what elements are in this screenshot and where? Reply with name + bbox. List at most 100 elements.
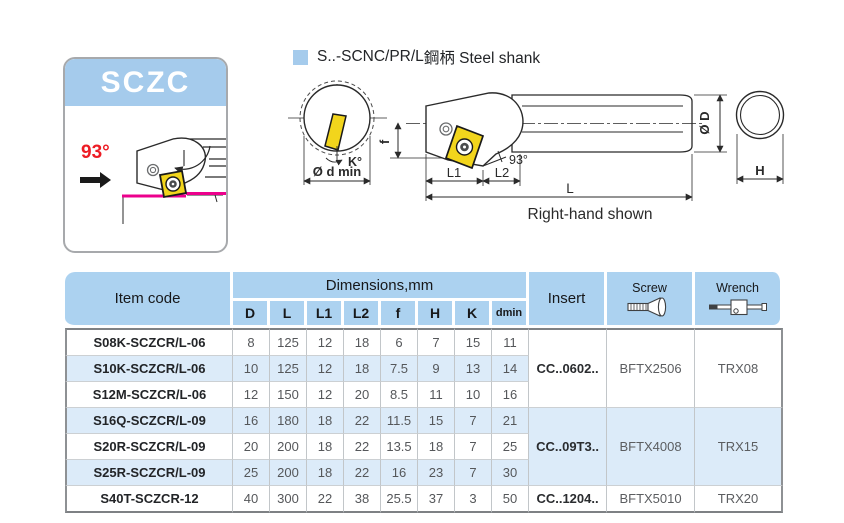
wrench-cell: TRX15 [695, 408, 784, 486]
screw-icon [626, 296, 666, 317]
header-screw: Screw [607, 272, 696, 328]
dim-l-cell: 125 [270, 328, 307, 356]
dim-h-cell: 11 [418, 382, 455, 408]
dim-k-cell: 7 [455, 460, 492, 486]
insert-cell: CC..1204.. [529, 486, 608, 513]
item-code-cell: S12M-SCZCR/L-06 [65, 382, 233, 408]
dim-l2-cell: 38 [344, 486, 381, 513]
item-code-cell: S40T-SCZCR-12 [65, 486, 233, 513]
dim-l2-cell: 18 [344, 328, 381, 356]
clamp-screw-icon [146, 163, 160, 177]
dim-f-cell: 25.5 [381, 486, 418, 513]
screw-cell: BFTX4008 [607, 408, 696, 486]
dim-dmin-cell: 30 [492, 460, 530, 486]
dim-h-cell: 15 [418, 408, 455, 434]
l-dim-label: L [566, 181, 574, 196]
screw-cell: BFTX2506 [607, 328, 696, 408]
legend-series-code: S..-SCNC/PR/L [317, 48, 424, 65]
drawing-caption: Right-hand shown [528, 206, 653, 223]
header-dim-d: D [233, 301, 270, 328]
dim-d-cell: 16 [233, 408, 270, 434]
dim-h-cell: 9 [418, 356, 455, 382]
item-code-cell: S25R-SCZCR/L-09 [65, 460, 233, 486]
wrench-cell: TRX08 [695, 328, 784, 408]
workpiece-surface-line [122, 192, 226, 198]
side-angle-label: 93° [509, 153, 528, 167]
dim-f-cell: 6 [381, 328, 418, 356]
dim-dmin-cell: 14 [492, 356, 530, 382]
dim-d-cell: 8 [233, 328, 270, 356]
dia-d-dim-label: Ø D [697, 111, 712, 134]
clamp-screw-side-icon [439, 122, 453, 136]
legend-shank-label: 鋼柄 Steel shank [423, 50, 541, 67]
series-banner: SCZC [65, 59, 226, 106]
spec-table: Item code Dimensions,mm Insert Screw [65, 272, 784, 513]
dim-l-cell: 200 [270, 434, 307, 460]
dim-l-cell: 150 [270, 382, 307, 408]
dim-l2-cell: 20 [344, 382, 381, 408]
header-dim-l: L [270, 301, 307, 328]
dim-h-cell: 23 [418, 460, 455, 486]
dim-l2-cell: 18 [344, 356, 381, 382]
header-item-code: Item code [65, 272, 233, 328]
dim-k-cell: 10 [455, 382, 492, 408]
dim-d-cell: 20 [233, 434, 270, 460]
rotation-arc-arrow [174, 145, 211, 175]
spec-table-wrap: Item code Dimensions,mm Insert Screw [65, 272, 784, 513]
dim-f-cell: 8.5 [381, 382, 418, 408]
item-code-cell: S08K-SCZCR/L-06 [65, 328, 233, 356]
dim-dmin-cell: 16 [492, 382, 530, 408]
screw-cell: BFTX5010 [607, 486, 696, 513]
dim-d-cell: 10 [233, 356, 270, 382]
dim-h-cell: 18 [418, 434, 455, 460]
workpiece-outline [122, 194, 223, 224]
dim-k-cell: 7 [455, 434, 492, 460]
dim-l1-cell: 18 [307, 408, 344, 434]
dim-l1-cell: 12 [307, 328, 344, 356]
dim-f-cell: 16 [381, 460, 418, 486]
header-dim-h: H [418, 301, 455, 328]
f-dim-label: f [377, 139, 392, 144]
spec-table-header: Item code Dimensions,mm Insert Screw [65, 272, 784, 328]
insert-front-icon [324, 113, 347, 151]
dim-f-cell: 7.5 [381, 356, 418, 382]
item-code-cell: S16Q-SCZCR/L-09 [65, 408, 233, 434]
dim-l-cell: 125 [270, 356, 307, 382]
dim-l-cell: 180 [270, 408, 307, 434]
wrench-icon [708, 298, 767, 315]
header-dimensions: Dimensions,mm [233, 272, 530, 301]
dim-dmin-cell: 25 [492, 434, 530, 460]
lead-angle-label: 93° [81, 142, 110, 163]
dim-k-cell: 3 [455, 486, 492, 513]
header-insert: Insert [529, 272, 608, 328]
insert-icon [158, 169, 188, 199]
dim-l-cell: 300 [270, 486, 307, 513]
tool-head-outline [136, 137, 207, 192]
k-angle-label: K° [348, 155, 362, 169]
insert-cell: CC..0602.. [529, 328, 608, 408]
wrench-cell: TRX20 [695, 486, 784, 513]
dim-dmin-cell: 21 [492, 408, 530, 434]
l1-dim-label: L1 [447, 165, 461, 180]
dim-l2-cell: 22 [344, 408, 381, 434]
dim-k-cell: 13 [455, 356, 492, 382]
dim-h-cell: 37 [418, 486, 455, 513]
header-dim-f: f [381, 301, 418, 328]
dim-dmin-cell: 11 [492, 328, 530, 356]
dim-l1-cell: 12 [307, 382, 344, 408]
dim-l1-cell: 22 [307, 486, 344, 513]
dim-d-cell: 12 [233, 382, 270, 408]
header-dim-l1: L1 [307, 301, 344, 328]
insert-side-icon [444, 124, 485, 170]
header-dim-dmin: dmin [492, 301, 530, 328]
dim-l1-cell: 18 [307, 434, 344, 460]
end-view: H [735, 90, 785, 184]
front-view: K° Ø d min [288, 80, 387, 185]
dim-dmin-cell: 50 [492, 486, 530, 513]
